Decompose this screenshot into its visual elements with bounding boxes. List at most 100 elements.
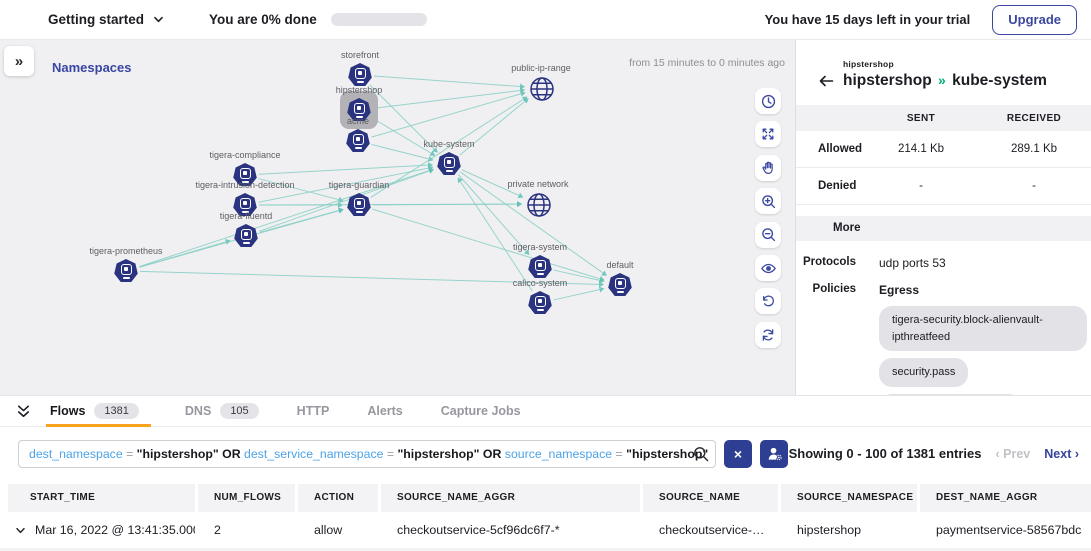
graph-node-tigera-prometheus[interactable]: tigera-prometheus xyxy=(89,246,163,283)
column-header-source_namespace[interactable]: SOURCE_NAMESPACE xyxy=(781,484,917,512)
next-page-link[interactable]: Next › xyxy=(1044,446,1079,461)
tab-count-badge: 1381 xyxy=(94,403,139,419)
tab-dns[interactable]: DNS 105 xyxy=(181,396,263,426)
back-arrow-icon[interactable] xyxy=(817,72,835,90)
query-token-kw: OR xyxy=(218,446,244,461)
protocols-label: Protocols xyxy=(802,256,856,268)
collapse-panel-button[interactable] xyxy=(0,396,46,426)
eye-button[interactable] xyxy=(755,255,781,281)
tab-capture-jobs[interactable]: Capture Jobs xyxy=(437,396,525,426)
trial-days-text: You have 15 days left in your trial xyxy=(764,12,971,27)
policy-pill[interactable]: platform.allow-kube-dns xyxy=(879,393,1022,395)
node-label: public-ip-range xyxy=(511,63,571,73)
getting-started-dropdown[interactable]: Getting started xyxy=(48,12,165,27)
column-header-source_name[interactable]: SOURCE_NAME xyxy=(643,484,778,512)
expand-row-chevron-icon[interactable] xyxy=(14,524,27,537)
graph-node-private-network[interactable]: private network xyxy=(507,179,569,217)
user-query-settings-button[interactable] xyxy=(760,439,788,468)
detail-panel: hipstershop hipstershop » kube-system SE… xyxy=(795,40,1091,395)
namespace-icon xyxy=(234,224,258,248)
graph-node-tigera-intrusion-detection[interactable]: tigera-intrusion-detection xyxy=(195,180,295,217)
tab-flows[interactable]: Flows 1381 xyxy=(46,396,151,427)
column-header-start_time[interactable]: START_TIME xyxy=(8,484,195,512)
more-section-header: More xyxy=(796,216,1091,241)
expand-icon xyxy=(760,126,776,142)
tab-alerts[interactable]: Alerts xyxy=(363,396,406,426)
tab-label: Alerts xyxy=(367,404,403,418)
stats-row-allowed: Allowed 214.1 Kb 289.1 Kb xyxy=(796,131,1091,168)
globe-icon xyxy=(526,193,552,222)
graph-node-tigera-guardian[interactable]: tigera-guardian xyxy=(329,180,389,217)
graph-node-public-ip-range[interactable]: public-ip-range xyxy=(511,63,571,101)
time-range-text: from 15 minutes to 0 minutes ago xyxy=(629,57,785,69)
flows-query-input[interactable]: dest_namespace = "hipstershop" OR dest_s… xyxy=(18,439,716,468)
tab-count-badge: 105 xyxy=(220,403,259,419)
node-label: tigera-fluentd xyxy=(219,211,273,221)
namespace-icon xyxy=(528,291,552,315)
namespace-icon xyxy=(347,98,371,122)
column-header-action[interactable]: ACTION xyxy=(298,484,378,512)
pan-button[interactable] xyxy=(755,154,781,181)
namespace-icon xyxy=(348,63,372,87)
column-header-dest_name_aggr[interactable]: DEST_NAME_AGGR xyxy=(920,484,1091,512)
expand-sidebar-button[interactable]: » xyxy=(4,46,34,76)
prev-page-link[interactable]: ‹ Prev xyxy=(995,446,1031,461)
query-token-field: source_namespace xyxy=(504,446,613,461)
node-label: tigera-system xyxy=(512,242,568,252)
zoom-in-button[interactable] xyxy=(755,188,781,215)
zoom-out-button[interactable] xyxy=(755,221,781,248)
node-label: tigera-intrusion-detection xyxy=(195,180,295,190)
node-label: acme xyxy=(346,116,370,126)
graph-edges xyxy=(139,75,607,301)
graph-node-default[interactable]: default xyxy=(606,260,634,297)
graph-node-acme[interactable]: acme xyxy=(346,116,370,153)
policy-pill[interactable]: security.pass xyxy=(879,358,969,387)
clear-query-button[interactable]: × xyxy=(724,439,752,468)
tab-label: DNS xyxy=(184,404,212,418)
clock-button[interactable] xyxy=(755,88,781,114)
tab-label: Capture Jobs xyxy=(440,404,521,418)
policy-pill[interactable]: tigera-security.block-alienvault-ipthrea… xyxy=(879,306,1087,351)
column-header-source_name_aggr[interactable]: SOURCE_NAME_AGGR xyxy=(381,484,640,512)
graph-node-tigera-fluentd[interactable]: tigera-fluentd xyxy=(220,211,272,248)
graph-node-kube-system[interactable]: kube-system xyxy=(423,139,475,176)
graph-node-storefront[interactable]: storefront xyxy=(341,50,379,87)
progress-label: You are 0% done xyxy=(209,12,317,27)
traffic-stats-table: SENT RECEIVED Allowed 214.1 Kb 289.1 Kb … xyxy=(796,105,1091,205)
expand-button[interactable] xyxy=(755,121,781,148)
upgrade-button[interactable]: Upgrade xyxy=(992,4,1077,35)
search-icon[interactable] xyxy=(693,446,709,462)
graph-node-calico-system[interactable]: calico-system xyxy=(513,278,567,315)
undo-icon xyxy=(760,293,776,309)
column-header-num_flows[interactable]: NUM_FLOWS xyxy=(198,484,295,512)
cell-start_time: Mar 16, 2022 @ 13:41:35.000 xyxy=(8,512,195,548)
next-row-edge xyxy=(0,548,1091,551)
refresh-button[interactable] xyxy=(755,321,781,348)
graph-node-tigera-compliance[interactable]: tigera-compliance xyxy=(209,150,281,187)
undo-button[interactable] xyxy=(755,288,781,315)
cell-action: allow xyxy=(314,523,343,537)
graph-node-hipstershop[interactable]: hipstershop xyxy=(336,85,382,129)
node-label: kube-system xyxy=(423,139,475,149)
node-label: hipstershop xyxy=(335,85,383,95)
query-token-field: dest_namespace xyxy=(29,446,123,461)
node-label: tigera-prometheus xyxy=(89,246,163,256)
detail-title-dest: kube-system xyxy=(952,72,1047,89)
policies-row: Policies Egress tigera-security.block-al… xyxy=(796,283,1091,395)
namespace-icon xyxy=(528,255,552,279)
query-token-op: = xyxy=(383,446,398,461)
graph-node-tigera-system[interactable]: tigera-system xyxy=(513,242,567,279)
protocols-row: Protocols udp ports 53 xyxy=(796,256,1091,270)
node-label: private network xyxy=(507,179,569,189)
namespace-icon xyxy=(346,129,370,153)
stats-header-received: RECEIVED xyxy=(1006,112,1062,124)
progress-bar xyxy=(330,13,427,26)
tab-http[interactable]: HTTP xyxy=(293,396,334,426)
showing-entries-text: Showing 0 - 100 of 1381 entries xyxy=(788,446,982,461)
getting-started-label: Getting started xyxy=(48,12,145,27)
globe-icon xyxy=(529,77,555,106)
tab-label: Flows xyxy=(50,404,86,418)
namespace-icon xyxy=(347,193,371,217)
